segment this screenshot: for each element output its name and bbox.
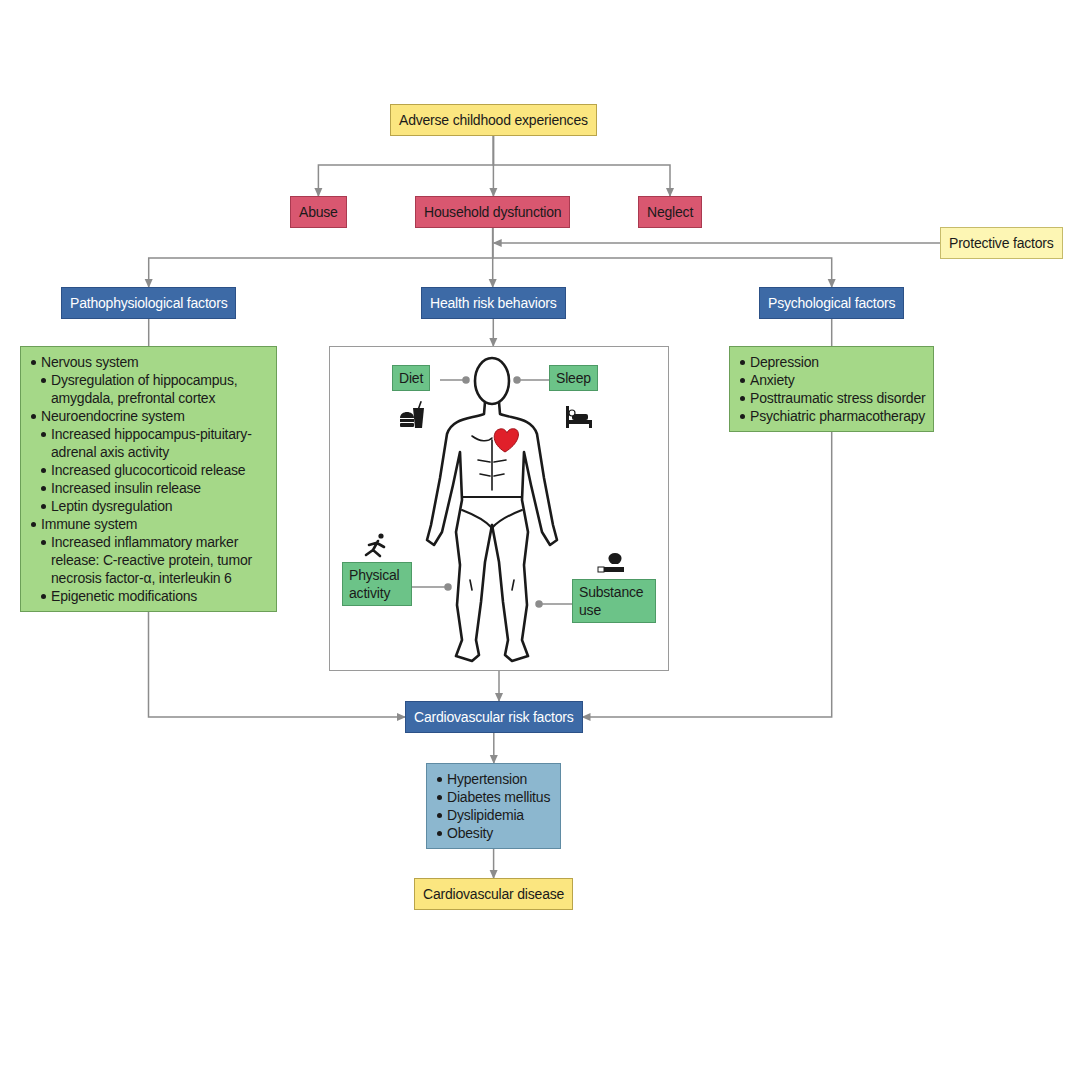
underwear-line: [462, 497, 522, 528]
bed-icon: [566, 406, 592, 428]
list-item: Immune system: [29, 515, 268, 533]
behavior-box: Sleep: [549, 365, 598, 391]
box-label: Neglect: [647, 203, 693, 221]
leader-line: [520, 379, 549, 381]
factor-heading: Psychological factors: [759, 287, 904, 319]
leader-dot: [514, 377, 520, 383]
list-item: Hypertension: [435, 770, 550, 788]
box-label: Adverse childhood experiences: [399, 111, 588, 129]
connector-arrow: [494, 242, 940, 244]
process-box: Adverse childhood experiences: [390, 104, 597, 136]
factor-heading: Health risk behaviors: [421, 287, 566, 319]
leader-dot: [536, 601, 542, 607]
leader-lines: [410, 377, 572, 607]
list-item: Anxiety: [738, 371, 925, 389]
outcome-box: Cardiovascular disease: [414, 878, 573, 910]
connector-arrow: [148, 319, 150, 346]
list-item: Increased glucocorticoid release: [29, 461, 268, 479]
leader-dot: [463, 377, 469, 383]
connector-arrow: [493, 319, 495, 346]
box-label: Diet: [399, 369, 423, 387]
leader-line: [542, 603, 572, 605]
leader-line: [410, 586, 445, 588]
runner-icon: [366, 533, 384, 556]
box-label: Protective factors: [949, 234, 1054, 252]
list-item: Increased insulin release: [29, 479, 268, 497]
illustration-frame: Diet SleepPhysical activity Substance use: [329, 346, 669, 671]
box-label: Substance use: [579, 583, 649, 619]
human-figure: [427, 358, 557, 661]
list-item: Neuroendocrine system: [29, 407, 268, 425]
body-outline: [492, 402, 557, 661]
behavior-box: Diet: [392, 365, 430, 391]
list-item: Increased inflammatory marker release: C…: [29, 533, 268, 587]
risk-heading: Cardiovascular risk factors: [405, 701, 583, 733]
head: [475, 358, 509, 404]
detail-list-box: Nervous systemDysregulation of hippocamp…: [20, 346, 277, 612]
connector-arrow: [493, 733, 495, 763]
box-label: Sleep: [556, 369, 591, 387]
connector-arrow: [149, 228, 493, 287]
list-item: Posttraumatic stress disorder: [738, 389, 925, 407]
box-label: Cardiovascular disease: [423, 885, 564, 903]
list-item: Dysregulation of hippocampus, amygdala, …: [29, 371, 268, 407]
connector-arrow: [831, 319, 833, 346]
category-box: Neglect: [638, 196, 702, 228]
connector-arrow: [493, 849, 495, 878]
connector-arrow: [583, 432, 832, 717]
list-item: Epigenetic modifications: [29, 587, 268, 605]
category-box: Household dysfunction: [415, 196, 570, 228]
factor-heading: Pathophysiological factors: [61, 287, 236, 319]
box-label: Pathophysiological factors: [70, 294, 227, 312]
box-label: Physical activity: [349, 566, 405, 602]
risk-list-box: HypertensionDiabetes mellitusDyslipidemi…: [426, 763, 561, 849]
category-box: Abuse: [290, 196, 347, 228]
box-label: Health risk behaviors: [430, 294, 557, 312]
food-icon: [400, 401, 424, 428]
modifier-box: Protective factors: [940, 227, 1063, 259]
box-label: Abuse: [299, 203, 338, 221]
behavior-box: Substance use: [572, 579, 656, 623]
box-label: Cardiovascular risk factors: [414, 708, 574, 726]
list-item: Leptin dysregulation: [29, 497, 268, 515]
knee-line: [470, 580, 514, 590]
list-item: Depression: [738, 353, 925, 371]
connector-arrow: [498, 671, 500, 701]
connector-arrow: [149, 612, 406, 717]
list-item: Obesity: [435, 824, 550, 842]
leader-line: [440, 379, 463, 381]
connector-arrow: [318, 136, 493, 196]
list-item: Diabetes mellitus: [435, 788, 550, 806]
heart-icon: [494, 429, 518, 452]
box-label: Psychological factors: [768, 294, 895, 312]
list-item: Dyslipidemia: [435, 806, 550, 824]
connector-arrow: [493, 228, 832, 287]
detail-list-box: DepressionAnxietyPosttraumatic stress di…: [729, 346, 934, 432]
box-label: Household dysfunction: [424, 203, 561, 221]
list-item: Nervous system: [29, 353, 268, 371]
cigarette-icon: [598, 553, 624, 572]
leader-dot: [445, 584, 451, 590]
list-item: Psychiatric pharmacotherapy: [738, 407, 925, 425]
list-item: Increased hippocampus-pituitary-adrenal …: [29, 425, 268, 461]
connector-arrow: [493, 136, 670, 196]
behavior-box: Physical activity: [342, 562, 412, 606]
